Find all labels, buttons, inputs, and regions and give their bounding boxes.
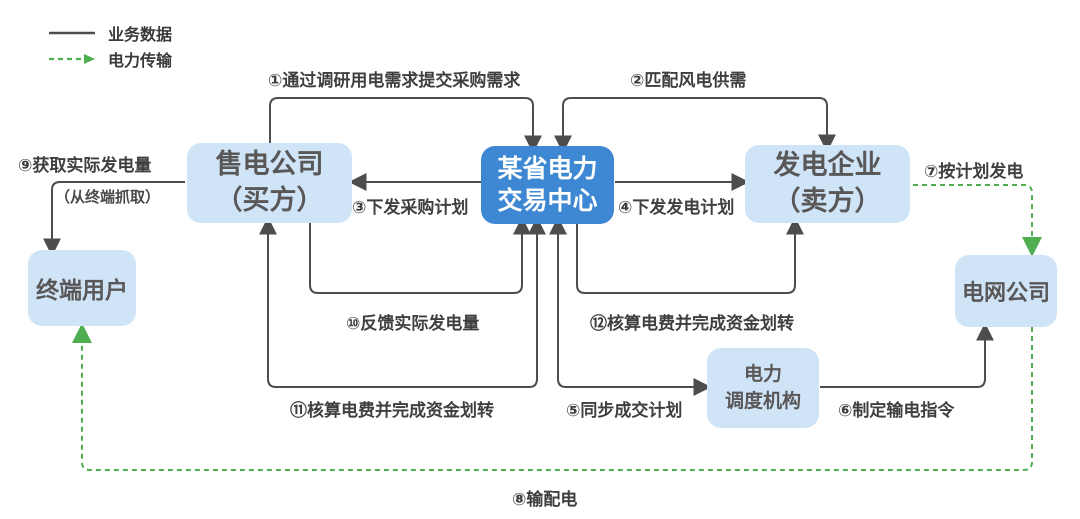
node-seller-company: 售电公司 （买方） <box>187 143 352 223</box>
edge-10-label: ⑩反馈实际发电量 <box>346 314 480 334</box>
legend-business-data: 业务数据 <box>48 22 172 44</box>
edge-3-label: ③下发采购计划 <box>352 198 469 218</box>
edge-7-label: ⑦按计划发电 <box>924 162 1024 182</box>
edge-5-path <box>549 216 712 396</box>
edge-2-path <box>554 97 836 154</box>
node-grid-company-label: 电网公司 <box>961 281 1050 306</box>
node-dispatch-line2: 调度机构 <box>724 390 801 412</box>
edge-8-path <box>72 323 1033 471</box>
legend: 业务数据 电力传输 <box>48 22 172 70</box>
node-trading-center-line2: 交易中心 <box>497 186 598 215</box>
node-generator-company: 发电企业 （卖方） <box>745 145 910 223</box>
solid-line-icon <box>49 31 95 35</box>
edge-7-path <box>913 184 1042 257</box>
edge-10-path <box>309 216 531 294</box>
node-end-user: 终端用户 <box>28 250 136 326</box>
node-seller-line1: 售电公司 <box>215 149 324 181</box>
edge-12-path <box>576 216 804 294</box>
edge-11-label: ⑪核算电费并完成资金划转 <box>290 401 494 421</box>
edge-9-label: ⑨获取实际发电量 <box>18 156 152 176</box>
edge-12-label: ⑫核算电费并完成资金划转 <box>590 314 794 334</box>
node-generator-line2: （卖方） <box>773 186 882 217</box>
node-trading-center-line1: 某省电力 <box>497 153 598 183</box>
edge-1-path <box>269 97 542 154</box>
edge-2-label: ②匹配风电供需 <box>630 71 747 91</box>
node-dispatch-agency: 电力 调度机构 <box>707 348 819 428</box>
edge-6-path <box>820 322 994 388</box>
edge-9-note: （从终端抓取） <box>55 188 161 206</box>
node-dispatch-line1: 电力 <box>743 363 782 386</box>
legend-power-transmission: 电力传输 <box>48 48 172 70</box>
node-seller-line2: （买方） <box>215 185 324 216</box>
legend-business-data-label: 业务数据 <box>108 25 173 44</box>
dashed-arrow-icon <box>49 54 95 64</box>
node-grid-company: 电网公司 <box>955 255 1057 327</box>
edge-11-path <box>259 216 546 388</box>
node-trading-center: 某省电力 交易中心 <box>481 146 614 224</box>
edge-8-label: ⑧输配电 <box>512 490 578 510</box>
node-end-user-label: 终端用户 <box>36 278 128 304</box>
node-generator-line1: 发电企业 <box>773 150 882 182</box>
edge-9-path <box>43 181 185 257</box>
edge-6-label: ⑥制定输电指令 <box>838 401 955 421</box>
edge-4-label: ④下发发电计划 <box>618 198 735 218</box>
legend-power-transmission-label: 电力传输 <box>108 51 173 70</box>
edge-5-label: ⑤同步成交计划 <box>566 401 683 421</box>
edge-1-label: ①通过调研用电需求提交采购需求 <box>268 71 521 91</box>
